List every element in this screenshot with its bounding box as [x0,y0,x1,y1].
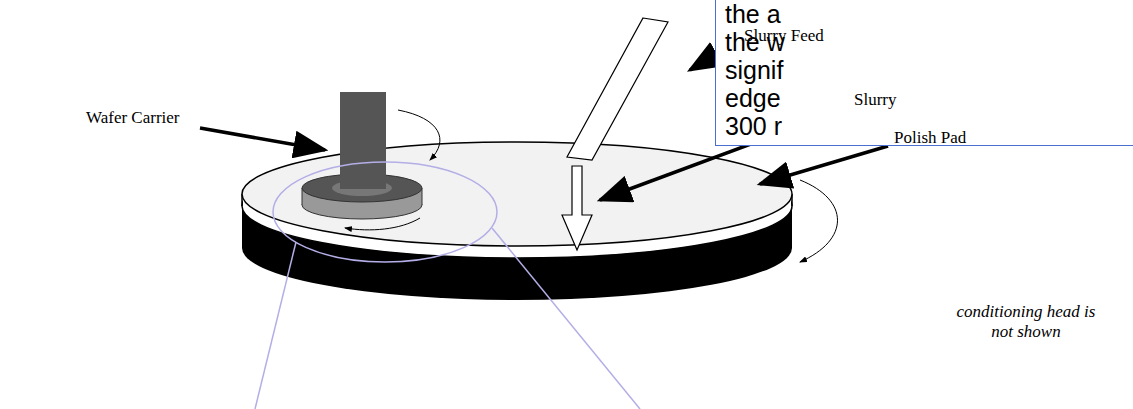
zoom-leader [492,228,640,409]
zoom-ellipse [273,162,497,262]
slurry-flow-arrow [562,166,592,250]
note-text: conditioning head is not shown [946,302,1106,341]
zoom-leader [255,242,296,409]
pointer-arrow [760,146,888,184]
pointer-arrow [200,128,325,150]
rotation-arrow [345,218,420,230]
part-label: Wafer Carrier [86,108,179,128]
rotation-arrow [398,110,440,160]
platen [242,142,792,300]
slurry-feed-tube [567,18,668,160]
text-box: the a the w signif edge 300 r [715,0,1133,146]
part-label: Slurry [854,90,897,110]
box-text: the a the w signif edge 300 r [716,0,807,140]
part-label: Slurry Feed [744,26,824,46]
part-label: Polish Pad [894,128,966,148]
rotation-arrow [800,180,838,262]
